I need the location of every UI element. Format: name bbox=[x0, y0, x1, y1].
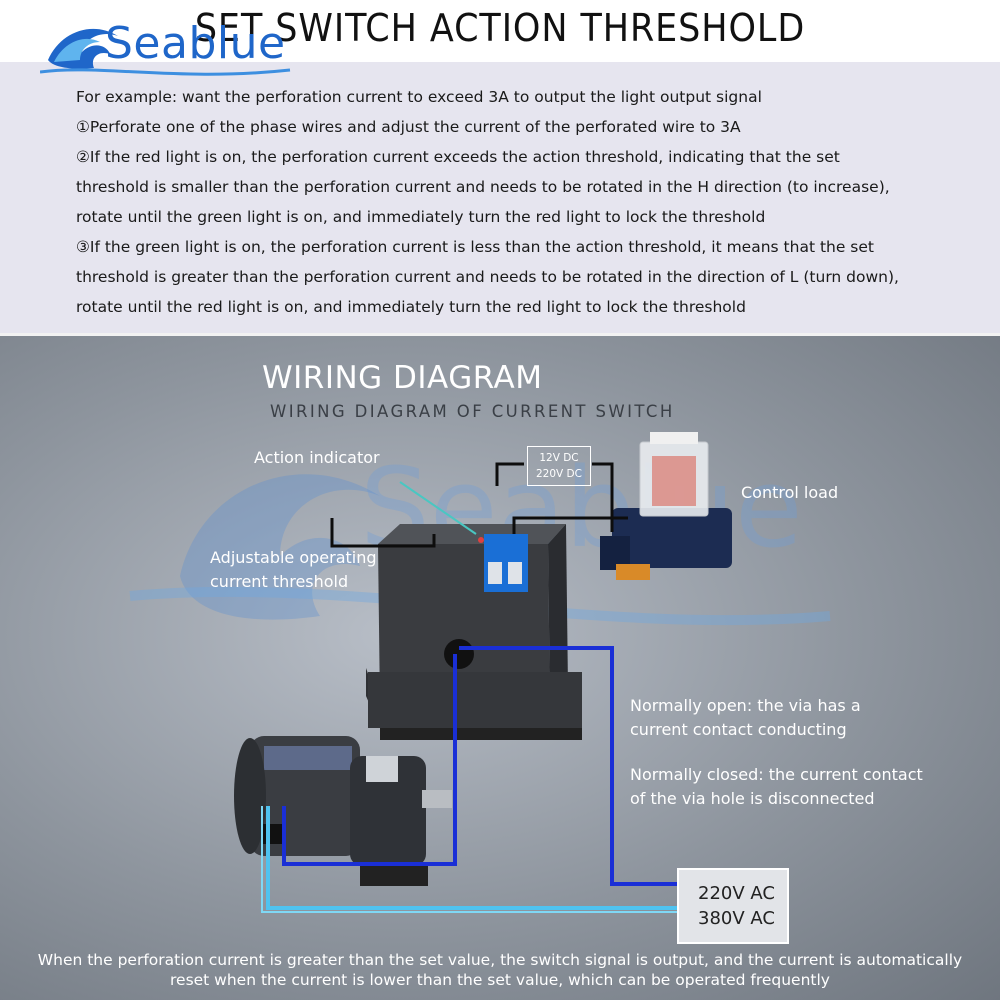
phase-wire bbox=[459, 646, 677, 886]
action-indicator-label: Action indicator bbox=[254, 448, 380, 467]
caption-line: reset when the current is lower than the… bbox=[170, 971, 830, 989]
brand-name: Seablue bbox=[105, 18, 286, 69]
motor-icon bbox=[234, 736, 452, 886]
instruction-line: rotate until the green light is on, and … bbox=[76, 208, 766, 226]
adjustable-threshold-label: Adjustable operating bbox=[210, 548, 377, 567]
normally-open-label: current contact conducting bbox=[630, 720, 847, 739]
instruction-line: threshold is greater than the perforatio… bbox=[76, 268, 899, 286]
dc-voltage-12v: 12V DC bbox=[539, 452, 579, 464]
neutral-wire bbox=[261, 806, 677, 913]
instruction-text: For example: want the perforation curren… bbox=[76, 82, 976, 322]
phase-wire bbox=[282, 654, 457, 866]
instruction-line: rotate until the red light is on, and im… bbox=[76, 298, 746, 316]
instruction-line: ③If the green light is on, the perforati… bbox=[76, 238, 875, 256]
bottom-caption: When the perforation current is greater … bbox=[0, 950, 1000, 990]
instruction-panel: SET SWITCH ACTION THRESHOLD Seablue For … bbox=[0, 0, 1000, 333]
watermark-wave-icon bbox=[180, 474, 380, 620]
adjustable-threshold-label: current threshold bbox=[210, 572, 349, 591]
ac-voltage-box: 220V AC 380V AC bbox=[677, 868, 789, 944]
seablue-logo bbox=[40, 28, 291, 76]
wiring-diagram-panel: Seablue bbox=[0, 333, 1000, 1000]
ac-voltage-220v: 220V AC bbox=[698, 883, 775, 904]
control-load-label: Control load bbox=[741, 483, 839, 502]
normally-closed-label: Normally closed: the current contact bbox=[630, 765, 923, 784]
relay-icon bbox=[600, 432, 732, 580]
instruction-band bbox=[0, 62, 1000, 333]
instruction-line: ①Perforate one of the phase wires and ad… bbox=[76, 118, 741, 136]
wiring-diagram-graphic: Seablue bbox=[129, 432, 831, 913]
neutral-wire bbox=[266, 806, 677, 910]
page-title: SET SWITCH ACTION THRESHOLD bbox=[194, 6, 806, 50]
wiring-diagram-subtitle: WIRING DIAGRAM OF CURRENT SWITCH bbox=[270, 402, 675, 421]
caption-line: When the perforation current is greater … bbox=[37, 951, 963, 969]
instruction-line: threshold is smaller than the perforatio… bbox=[76, 178, 890, 196]
normally-open-label: Normally open: the via has a bbox=[630, 696, 861, 715]
dc-voltage-220v: 220V DC bbox=[536, 468, 582, 480]
instruction-line: ②If the red light is on, the perforation… bbox=[76, 148, 840, 166]
instruction-line: For example: want the perforation curren… bbox=[76, 88, 762, 106]
current-switch-icon bbox=[366, 524, 582, 740]
wiring-diagram-title: WIRING DIAGRAM bbox=[262, 360, 543, 396]
ac-voltage-380v: 380V AC bbox=[698, 908, 775, 929]
normally-closed-label: of the via hole is disconnected bbox=[630, 789, 875, 808]
dc-voltage-box: 12V DC 220V DC bbox=[527, 446, 591, 486]
